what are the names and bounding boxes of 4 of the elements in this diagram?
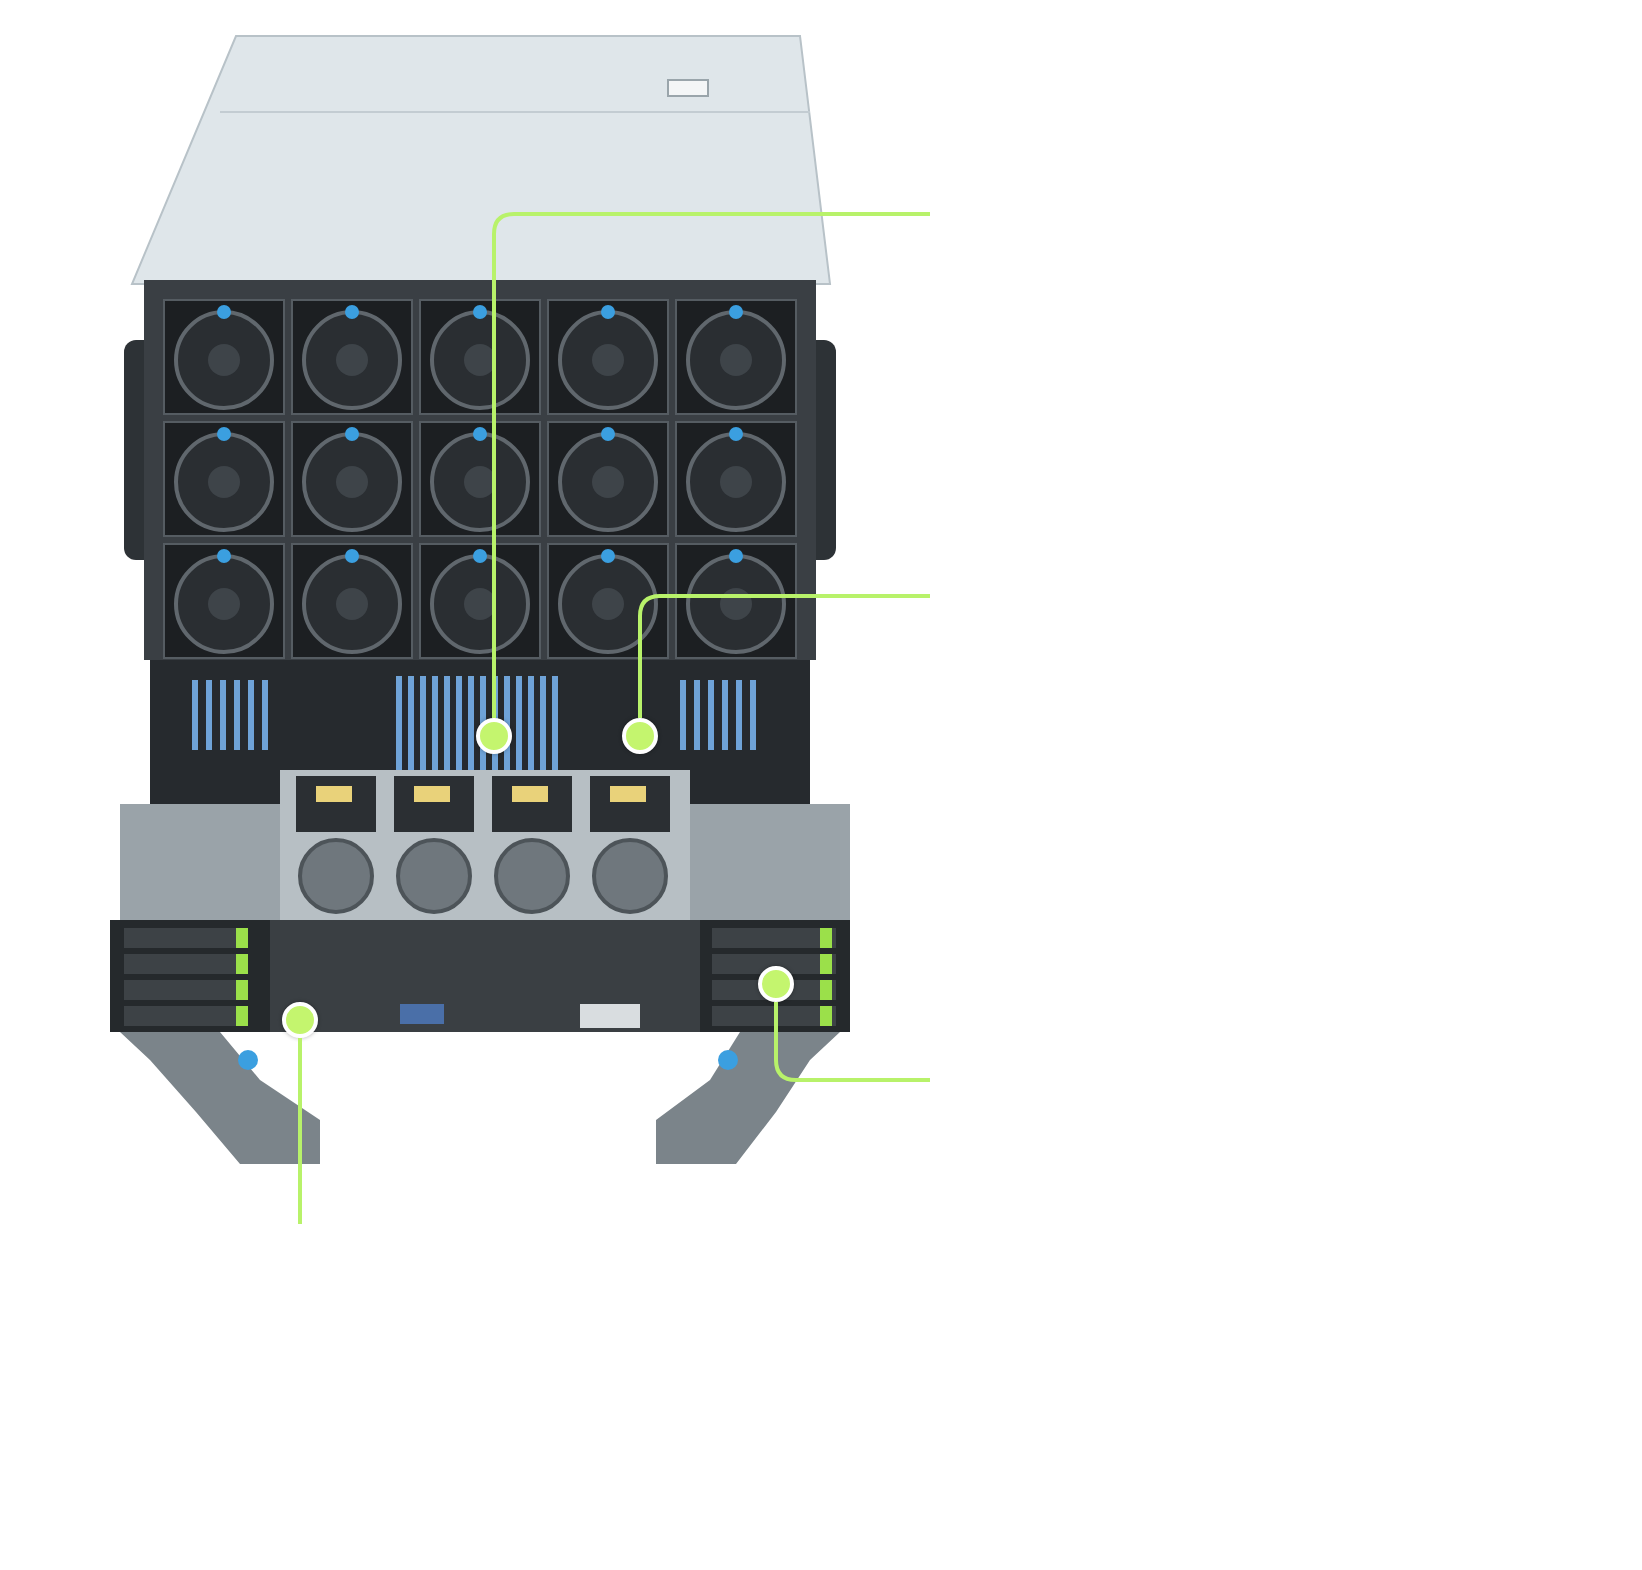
leader-line xyxy=(638,594,930,718)
leader-line xyxy=(492,212,930,718)
leader-line xyxy=(774,1002,930,1082)
leader-line xyxy=(298,1038,302,1224)
